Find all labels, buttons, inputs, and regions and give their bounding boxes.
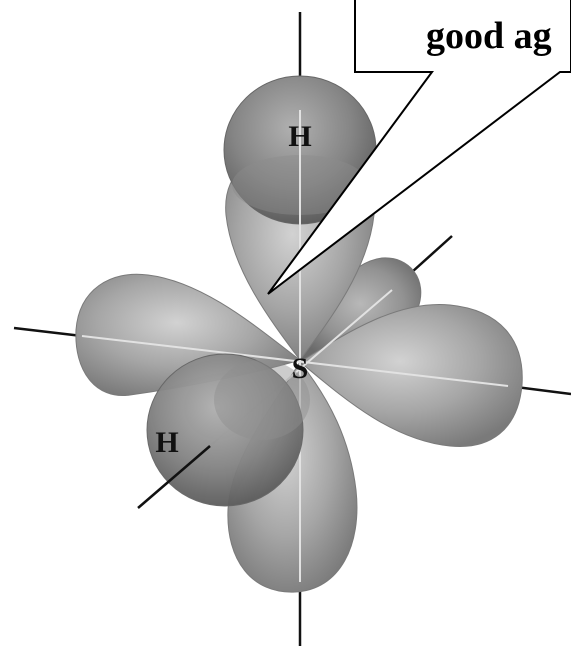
callout-text: good ag bbox=[426, 15, 552, 57]
atom-label-s-center: S bbox=[292, 352, 309, 385]
axis-line-horizontal-left bbox=[14, 328, 82, 336]
atom-label-h-left: H bbox=[155, 426, 178, 459]
atom-label-h-top: H bbox=[288, 120, 311, 153]
